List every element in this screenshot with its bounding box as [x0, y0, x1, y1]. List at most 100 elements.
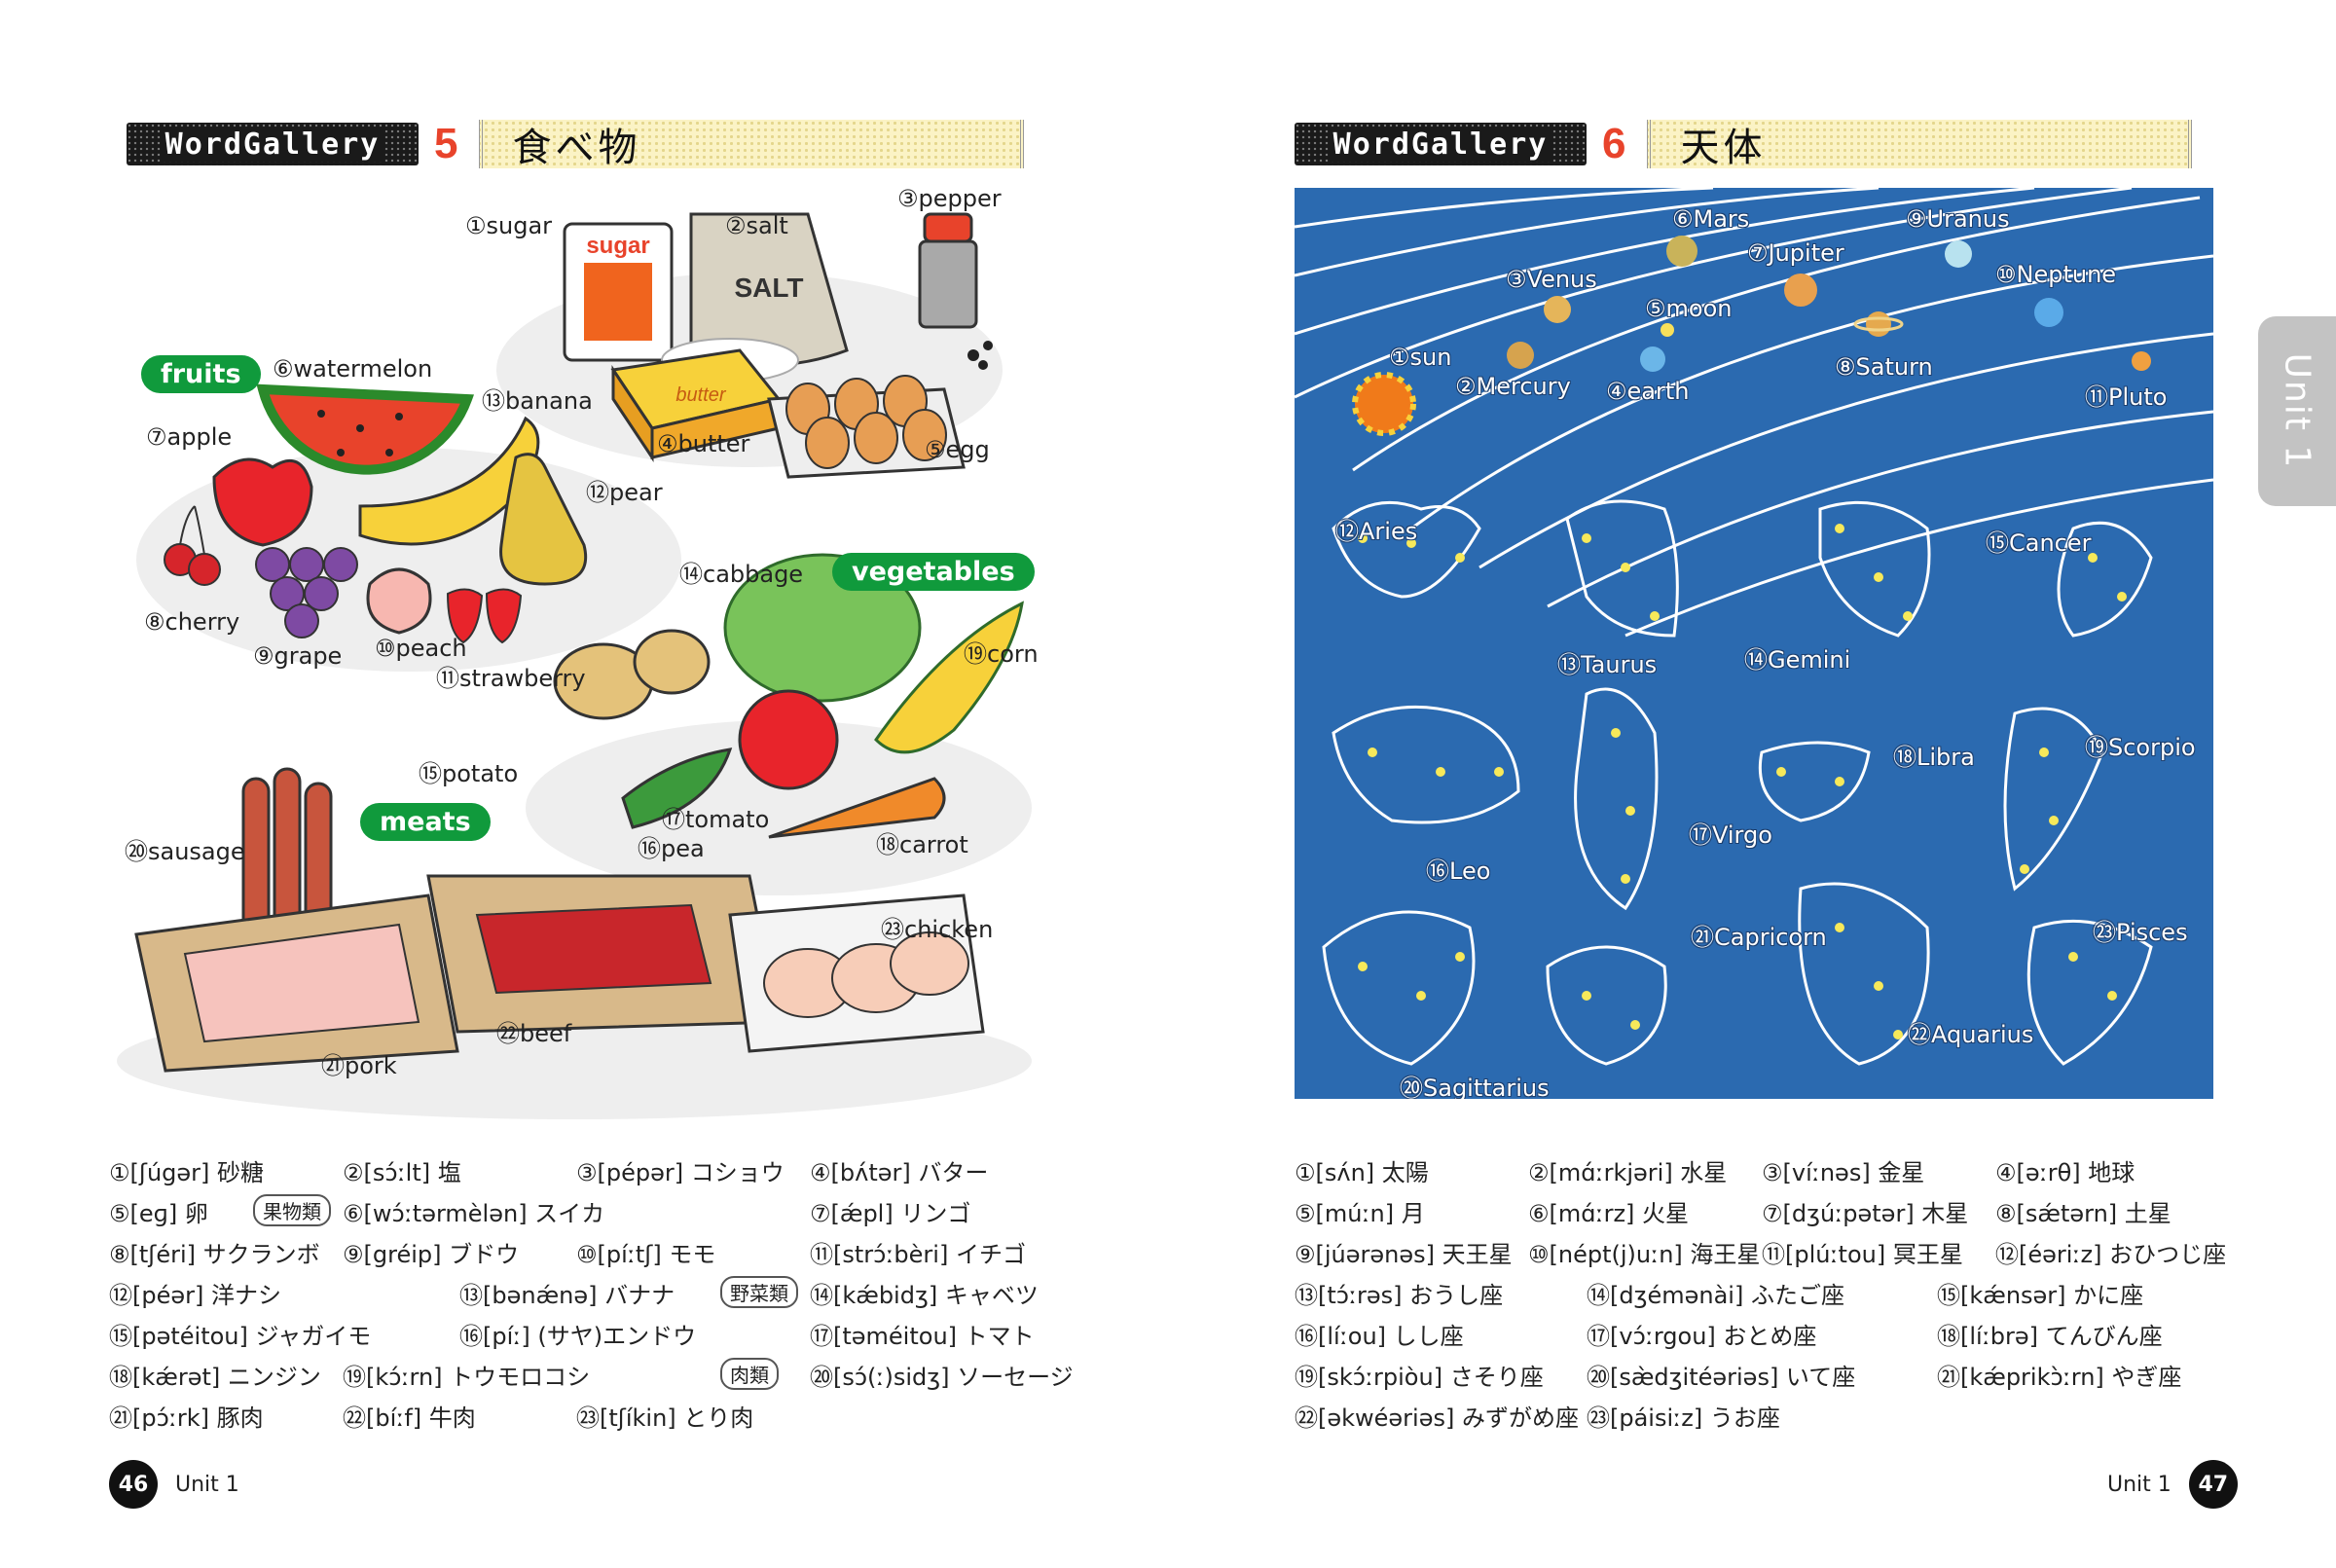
capricorn-figure [1546, 945, 1667, 1066]
gloss-item: ⑳[sɔ́(ː)sidʒ] ソーセージ [810, 1364, 1074, 1391]
gloss-item: ⑩[népt(j)uːn] 海王星 [1528, 1241, 1761, 1268]
label-cancer: ⑮Cancer [1986, 529, 2092, 557]
right-folio: Unit 1 47 [2107, 1460, 2238, 1509]
label-pisces: ㉓Pisces [2093, 919, 2188, 946]
gemini-figure [1818, 500, 1931, 638]
gloss-item: ㉑[pɔ́ːrk] 豚肉 [109, 1404, 264, 1432]
gloss-item: ⑦[ǽpl] リンゴ [810, 1200, 971, 1227]
label-egg: ⑤egg [925, 436, 990, 463]
gloss-item: ⑯[líːou] しし座 [1295, 1323, 1464, 1350]
label-beef: ㉒beef [496, 1020, 572, 1047]
label-cabbage: ⑭cabbage [679, 561, 804, 588]
meats-badge: meats [360, 803, 491, 841]
label-taurus: ⑬Taurus [1557, 651, 1658, 678]
pepper-shaker [918, 212, 993, 370]
glossary-row: ⑮[pətéitou] ジャガイモ ⑯[píː] (サヤ)エンドウ ⑰[təmé… [109, 1317, 1082, 1358]
gloss-item: ㉒[bíːf] 牛肉 [343, 1404, 476, 1432]
vegetables-badge: vegetables [832, 553, 1035, 591]
page-number: 46 [109, 1460, 158, 1509]
gloss-item: ⑥[wɔ́ːtərmèlən] スイカ [343, 1200, 605, 1227]
gloss-item: ⑭[kǽbidʒ] キャベツ [810, 1282, 1039, 1309]
unit-label: Unit 1 [2107, 1472, 2172, 1497]
salt-sack-text: SALT [734, 273, 803, 303]
left-page: WordGallery 5 食べ物 sugar SALT [107, 117, 1082, 1509]
food-header: WordGallery 5 食べ物 [127, 117, 1025, 171]
label-virgo: ⑰Virgo [1689, 821, 1772, 849]
gloss-item: ②[sɔ́ːlt] 塩 [343, 1159, 461, 1186]
gloss-item: ⑨[gréip] ブドウ [343, 1241, 520, 1268]
glossary-row: ⑧[tʃéri] サクランボ ⑨[gréip] ブドウ ⑩[píːtʃ] モモ … [109, 1235, 1082, 1276]
category-tag-meats: 肉類 [720, 1358, 779, 1390]
celestial-glossary: ①[sʌ́n] 太陽 ②[mɑ́ːrkjəri] 水星 ③[víːnəs] 金星… [1295, 1153, 2268, 1440]
food-illustration: sugar SALT butter [107, 175, 1051, 1119]
label-peach: ⑩peach [375, 635, 467, 662]
sky-drawings [1295, 188, 2213, 1066]
pear [499, 453, 587, 586]
gloss-item: ①[ʃúgər] 砂糖 [109, 1159, 265, 1186]
gloss-item: ⑪[strɔ́ːbèri] イチゴ [810, 1241, 1026, 1268]
gloss-item: ⑰[təméitou] トマト [810, 1323, 1035, 1350]
potato [553, 629, 711, 720]
planet-mercury [1507, 342, 1534, 369]
gloss-item: ⑨[júərənəs] 天王星 [1295, 1241, 1513, 1268]
gloss-item: ⑲[skɔ́ːrpiòu] さそり座 [1295, 1364, 1544, 1391]
gloss-item: ⑩[píːtʃ] モモ [576, 1241, 716, 1268]
label-grape: ⑨grape [253, 642, 343, 670]
virgo-figure [1574, 687, 1659, 911]
gloss-item: ⑲[kɔ́ːrn] トウモロコシ [343, 1364, 591, 1391]
sun [1352, 372, 1416, 436]
label-aquarius: ㉒Aquarius [1908, 1021, 2034, 1048]
moon [1661, 323, 1674, 337]
orbit-lines [1295, 188, 2213, 638]
label-butter: ④butter [657, 430, 750, 457]
banana [358, 416, 540, 546]
label-pepper: ③pepper [897, 185, 1002, 212]
planet-uranus [1945, 240, 1972, 268]
fruits-badge: fruits [141, 355, 261, 393]
label-corn: ⑲corn [964, 640, 1039, 668]
unit-side-tab[interactable]: Unit 1 [2258, 316, 2336, 506]
watermelon [256, 383, 475, 475]
gloss-item: ⑯[píː] (サヤ)エンドウ [459, 1323, 697, 1350]
glossary-row: ㉒[əkwéəriəs] みずがめ座 ㉓[páisiːz] うお座 [1295, 1399, 2268, 1440]
label-sagittarius: ⑳Sagittarius [1400, 1075, 1550, 1099]
label-pork: ㉑pork [321, 1052, 397, 1079]
gloss-item: ⑰[vɔ́ːrgou] おとめ座 [1587, 1323, 1817, 1350]
glossary-row: ⑨[júərənəs] 天王星 ⑩[népt(j)uːn] 海王星 ⑪[plúː… [1295, 1235, 2268, 1276]
glossary-row: ⑫[péər] 洋ナシ ⑬[bənǽnə] バナナ 野菜類 ⑭[kǽbidʒ] … [109, 1276, 1082, 1317]
gloss-item: ⑦[dʒúːpətər] 木星 [1762, 1200, 1969, 1227]
gloss-item: ⑭[dʒémənài] ふたご座 [1587, 1282, 1844, 1309]
label-mercury: ②Mercury [1455, 373, 1571, 400]
label-jupiter: ⑦Jupiter [1747, 239, 1844, 267]
label-potato: ⑮potato [419, 760, 519, 787]
label-scorpio: ⑲Scorpio [2085, 734, 2196, 761]
gloss-item: ⑧[sǽtərn] 土星 [1995, 1200, 2172, 1227]
label-pear: ⑫pear [586, 479, 663, 506]
planet-pluto [2132, 351, 2151, 371]
gloss-item: ②[mɑ́ːrkjəri] 水星 [1528, 1159, 1728, 1186]
label-saturn: ⑧Saturn [1835, 353, 1933, 381]
glossary-row: ①[sʌ́n] 太陽 ②[mɑ́ːrkjəri] 水星 ③[víːnəs] 金星… [1295, 1153, 2268, 1194]
glossary-row: ⑤[múːn] 月 ⑥[mɑ́ːrz] 火星 ⑦[dʒúːpətər] 木星 ⑧… [1295, 1194, 2268, 1235]
cherry [164, 505, 221, 586]
label-cherry: ⑧cherry [144, 608, 240, 636]
label-earth: ④earth [1606, 378, 1690, 405]
gloss-item: ③[víːnəs] 金星 [1762, 1159, 1925, 1186]
label-neptune: ⑩Neptune [1995, 261, 2117, 288]
gloss-item: ⑱[kǽrət] ニンジン [109, 1364, 321, 1391]
gallery-number: 6 [1602, 120, 1626, 167]
glossary-row: ⑱[kǽrət] ニンジン ⑲[kɔ́ːrn] トウモロコシ 肉類 ⑳[sɔ́(… [109, 1358, 1082, 1399]
label-venus: ③Venus [1506, 266, 1597, 293]
glossary-row: ⑯[líːou] しし座 ⑰[vɔ́ːrgou] おとめ座 ⑱[líːbrə] … [1295, 1317, 2268, 1358]
butter-box: butter [610, 348, 782, 462]
star-dots [1358, 524, 2127, 1039]
label-mars: ⑥Mars [1672, 205, 1750, 233]
label-aries: ⑫Aries [1335, 518, 1418, 545]
label-watermelon: ⑥watermelon [273, 355, 433, 383]
gloss-item: ㉒[əkwéəriəs] みずがめ座 [1295, 1404, 1579, 1432]
planet-neptune [2034, 298, 2063, 327]
gloss-item: ⑫[péər] 洋ナシ [109, 1282, 281, 1309]
carrot [768, 777, 946, 839]
pea-pod [621, 748, 733, 829]
planet-jupiter [1784, 273, 1817, 307]
